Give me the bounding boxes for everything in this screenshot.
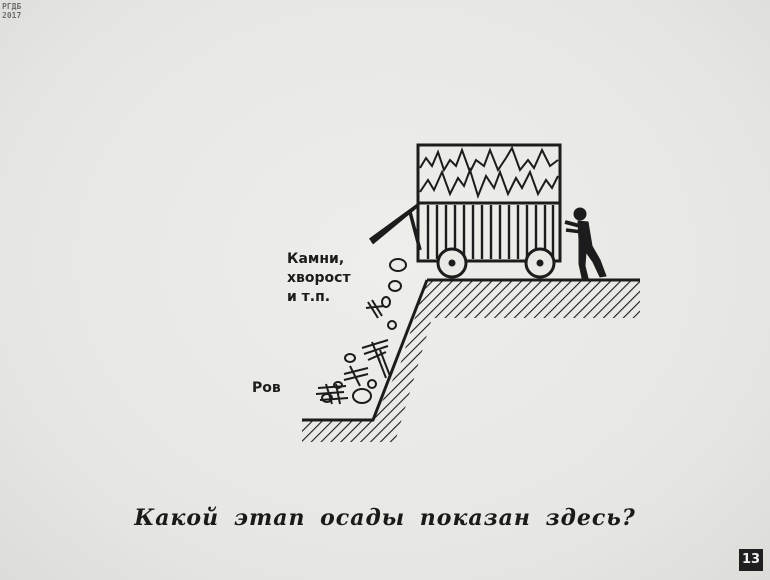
- watermark-line1: РГДБ: [2, 2, 22, 11]
- man-pushing-figure: [564, 207, 607, 279]
- earth-hatching: [302, 280, 640, 442]
- falling-debris: [321, 258, 407, 404]
- label-stones-line1: Камни,: [287, 251, 345, 267]
- wheel-left: [436, 247, 468, 279]
- label-ditch: Ров: [252, 380, 281, 396]
- label-stones-brushwood: Камни, хворост и т.п.: [287, 250, 351, 307]
- watermark: РГДБ 2017: [2, 2, 21, 20]
- label-stones-line3: и т.п.: [287, 289, 331, 305]
- label-stones-line2: хворост: [287, 270, 351, 286]
- page-number-badge: 13: [739, 549, 763, 571]
- watermark-line2: 2017: [2, 11, 22, 20]
- wagon: [368, 143, 562, 279]
- wheel-right: [524, 247, 556, 279]
- slope-line: [302, 279, 429, 422]
- brushwood-bundles: [315, 299, 391, 405]
- question-caption: Какой этап осады показан здесь?: [134, 505, 636, 531]
- tailboard: [368, 203, 422, 251]
- brushwood-load: [419, 145, 559, 175]
